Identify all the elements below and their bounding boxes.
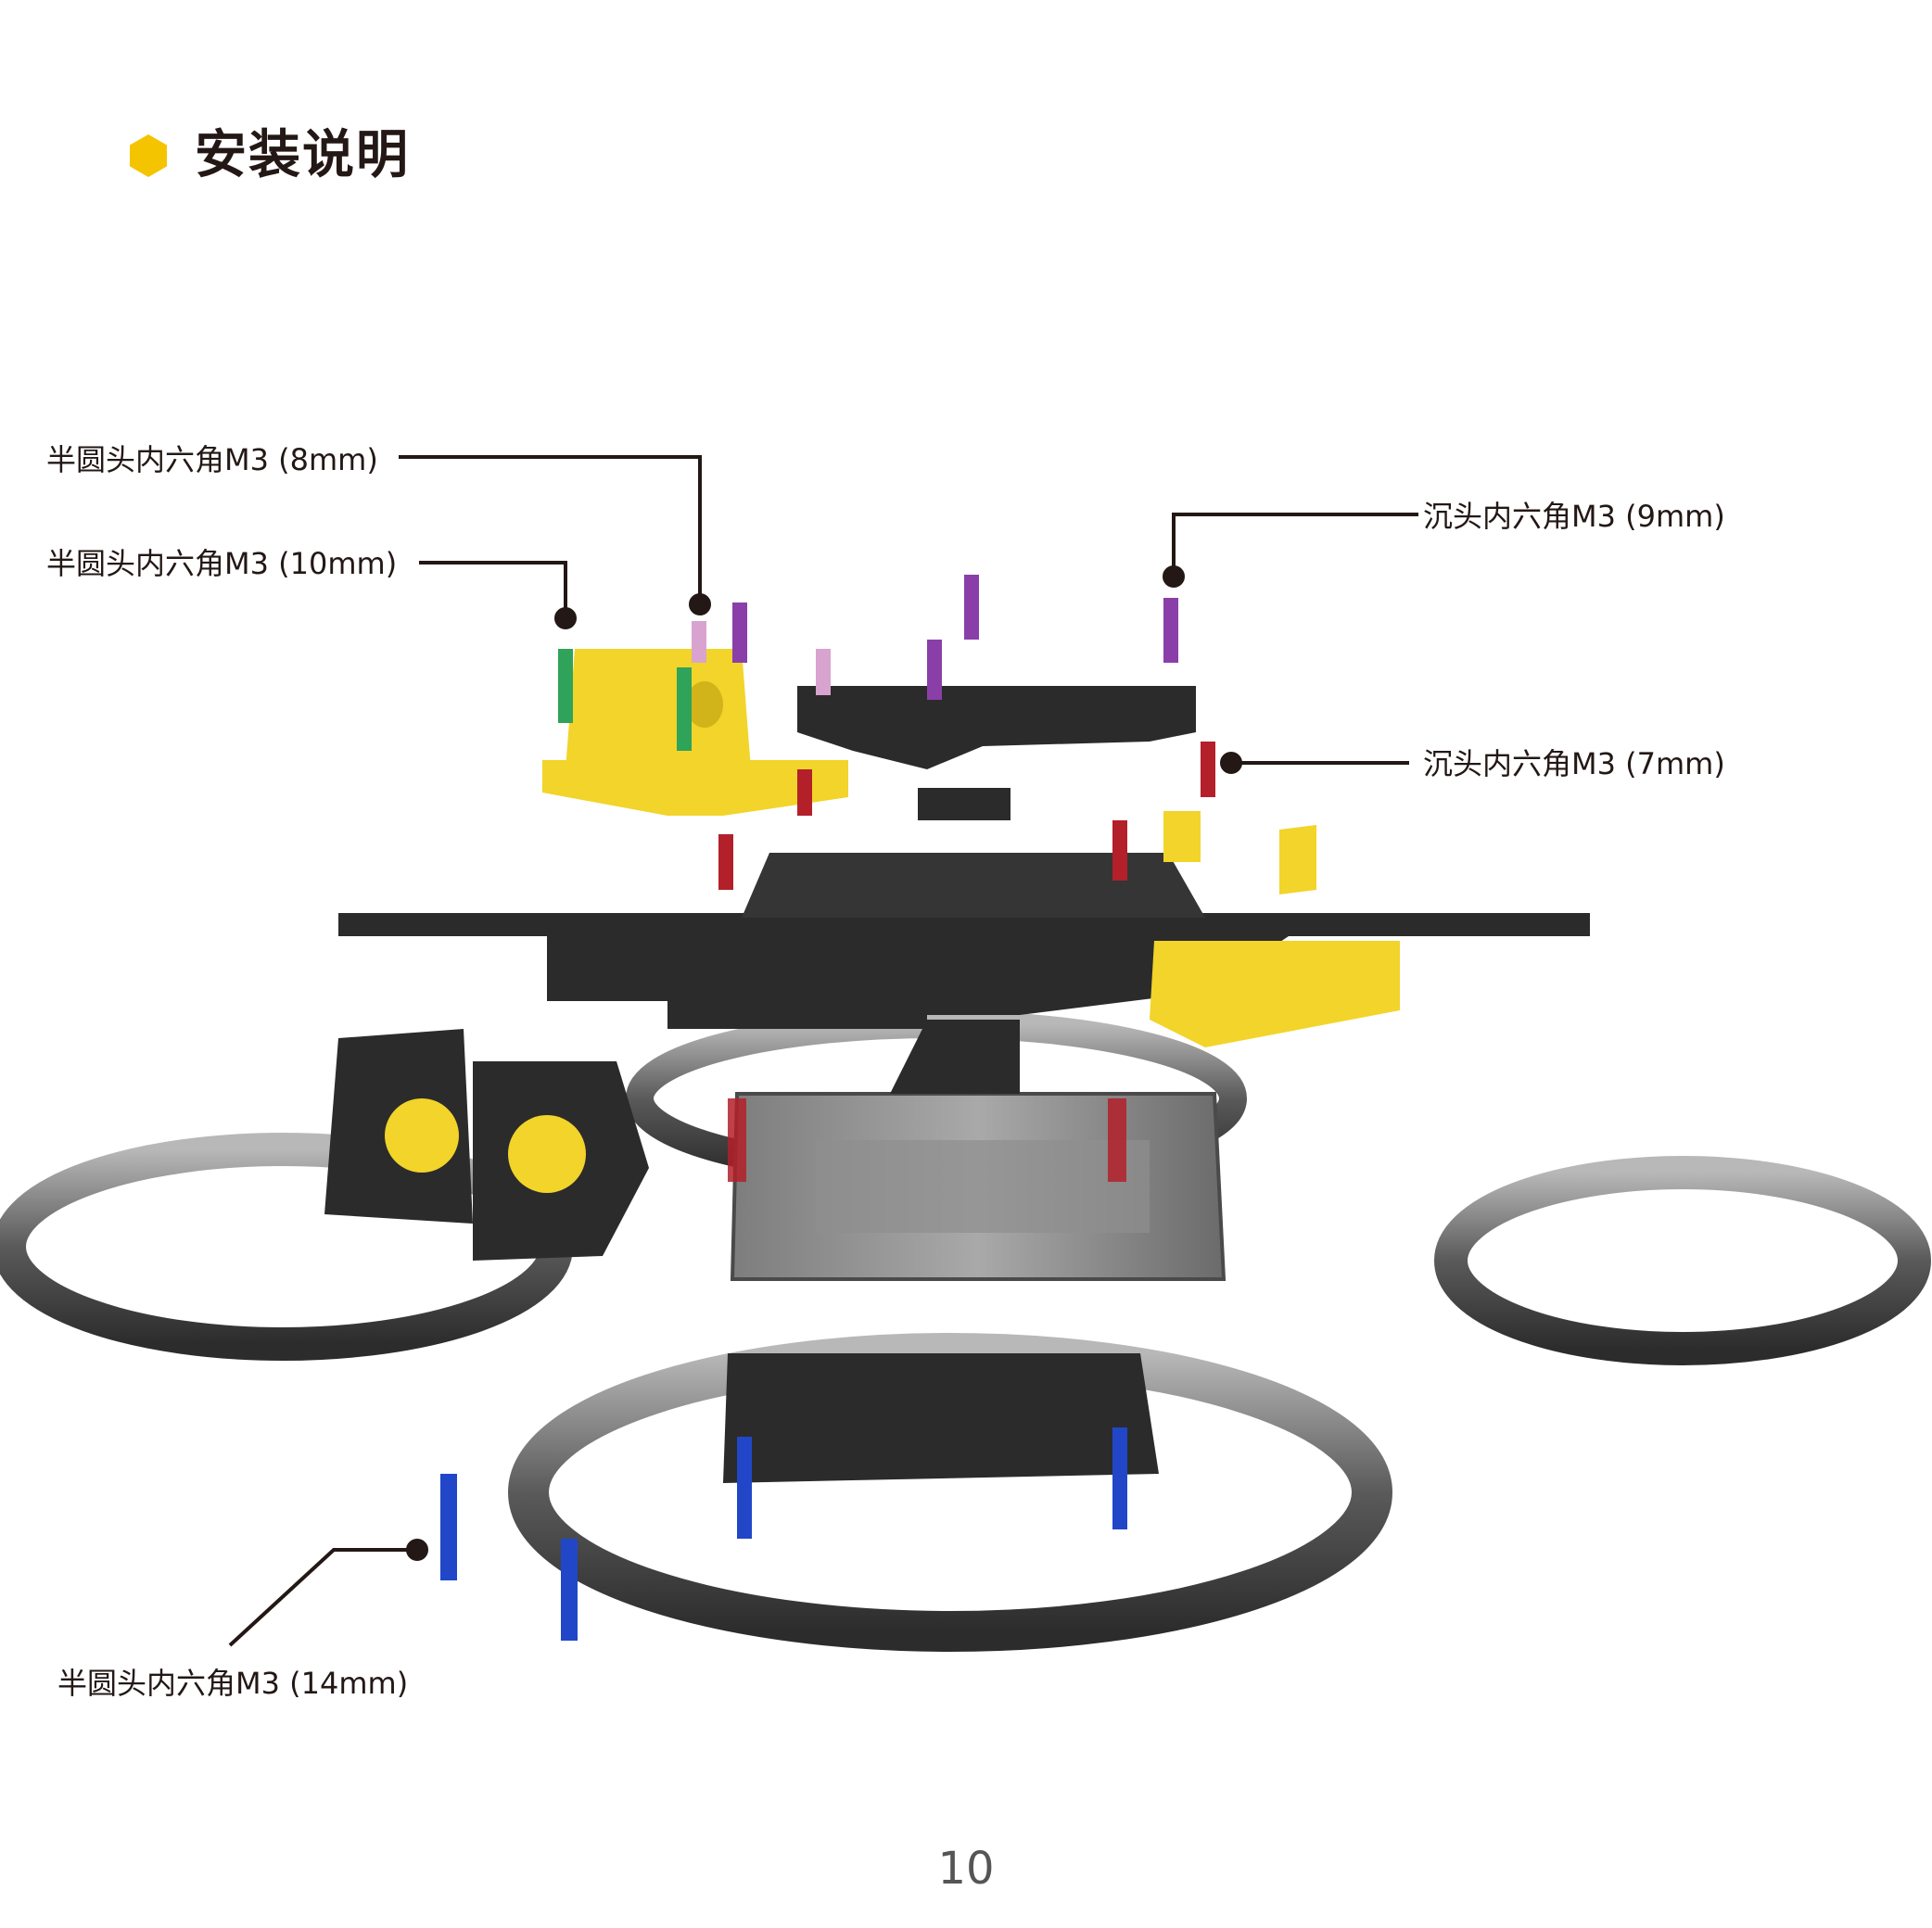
leader-lines: [228, 455, 1418, 1647]
screw-red: [797, 769, 812, 816]
screws: [440, 575, 1215, 1641]
bottom-plate: [723, 1353, 1159, 1483]
screw-purple: [927, 640, 942, 700]
camera-cage: [324, 1029, 649, 1261]
callout-screw-flat-9mm: 沉头内六角M3 (9mm): [1423, 499, 1725, 534]
duct-right: [1434, 1156, 1931, 1365]
page-title: 安装说明: [195, 125, 410, 185]
leader-dot: [1163, 565, 1185, 588]
leader-dot: [554, 607, 577, 629]
screw-green: [677, 667, 692, 751]
leader-line-9mm: [1172, 513, 1418, 577]
leader-dot: [1220, 752, 1242, 774]
leader-dot: [689, 593, 711, 615]
screw-purple: [964, 575, 979, 640]
antenna-mount: [1150, 811, 1400, 1047]
callout-screw-round-8mm: 半圆头内六角M3 (8mm): [46, 442, 378, 477]
leader-line-8mm: [399, 455, 702, 604]
center-body: [723, 1092, 1227, 1483]
top-plate: [797, 686, 1196, 820]
screw-blue: [737, 1437, 752, 1539]
screw-red: [728, 1098, 746, 1182]
page-number: 10: [937, 1843, 995, 1895]
hexagon-icon: [130, 134, 167, 177]
leader-line-10mm: [419, 561, 567, 618]
screw-purple: [732, 602, 747, 663]
screw-red: [1112, 820, 1127, 881]
screw-red: [718, 834, 733, 890]
screw-pink: [816, 649, 831, 695]
callout-screw-round-10mm: 半圆头内六角M3 (10mm): [46, 546, 398, 581]
section-title: 安装说明: [130, 130, 410, 182]
screw-red: [1108, 1098, 1126, 1182]
main-frame-plate: [338, 853, 1590, 1094]
screw-blue: [561, 1539, 578, 1641]
leader-line-14mm: [228, 1548, 417, 1647]
screw-red: [1201, 742, 1215, 797]
screw-purple: [1163, 598, 1178, 663]
screw-blue: [1112, 1427, 1127, 1529]
screw-pink: [692, 621, 706, 663]
callout-screw-round-14mm: 半圆头内六角M3 (14mm): [57, 1666, 409, 1701]
camera-mount: [542, 649, 848, 816]
callout-screw-flat-7mm: 沉头内六角M3 (7mm): [1423, 746, 1725, 781]
screw-blue: [440, 1474, 457, 1580]
screw-green: [558, 649, 573, 723]
leader-dot: [406, 1539, 428, 1561]
